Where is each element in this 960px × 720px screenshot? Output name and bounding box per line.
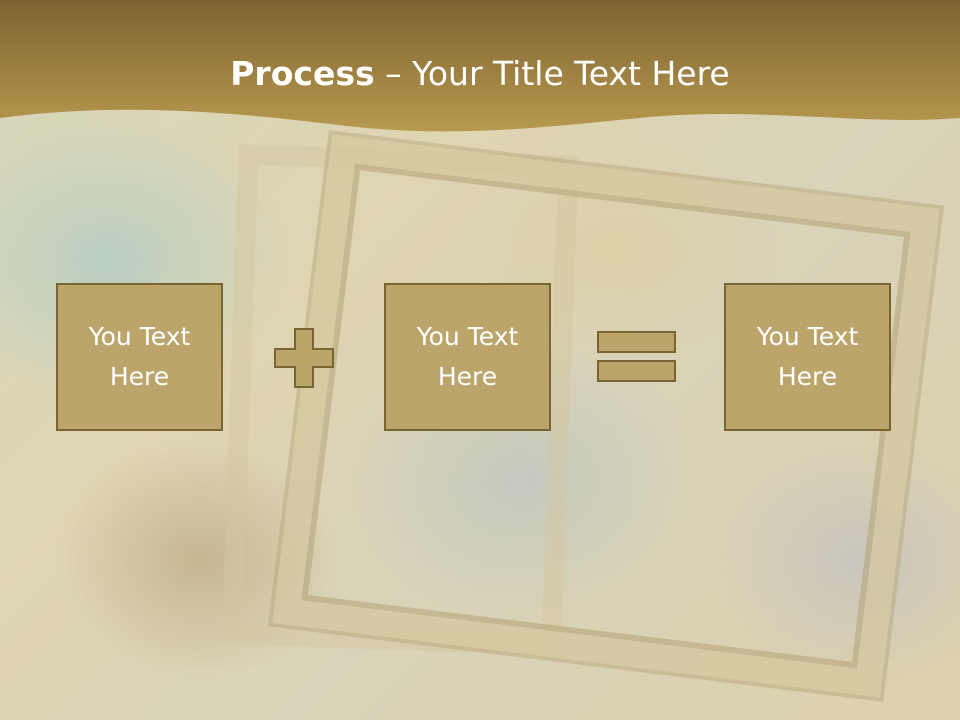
title-band-shape — [0, 0, 960, 132]
text-box-1-content: You Text Here — [89, 317, 191, 397]
text-box-2-line1: You Text — [416, 322, 519, 351]
text-box-1-line1: You Text — [88, 322, 191, 351]
text-box-1-line2: Here — [109, 362, 170, 391]
title-dash: – — [374, 54, 413, 93]
slide-title: Process – Your Title Text Here — [0, 52, 960, 96]
text-box-3-content: You Text Here — [757, 317, 859, 397]
text-box-3-line1: You Text — [756, 322, 859, 351]
text-box-2-line2: Here — [437, 362, 498, 391]
equals-icon — [597, 331, 676, 382]
title-band — [0, 0, 960, 140]
title-bold-part: Process — [230, 54, 375, 93]
plus-icon — [274, 328, 334, 388]
text-box-2[interactable]: You Text Here — [384, 283, 551, 431]
text-box-3[interactable]: You Text Here — [724, 283, 891, 431]
text-box-3-line2: Here — [777, 362, 838, 391]
text-box-1[interactable]: You Text Here — [56, 283, 223, 431]
title-rest: Your Title Text Here — [412, 54, 730, 93]
text-box-2-content: You Text Here — [417, 317, 519, 397]
